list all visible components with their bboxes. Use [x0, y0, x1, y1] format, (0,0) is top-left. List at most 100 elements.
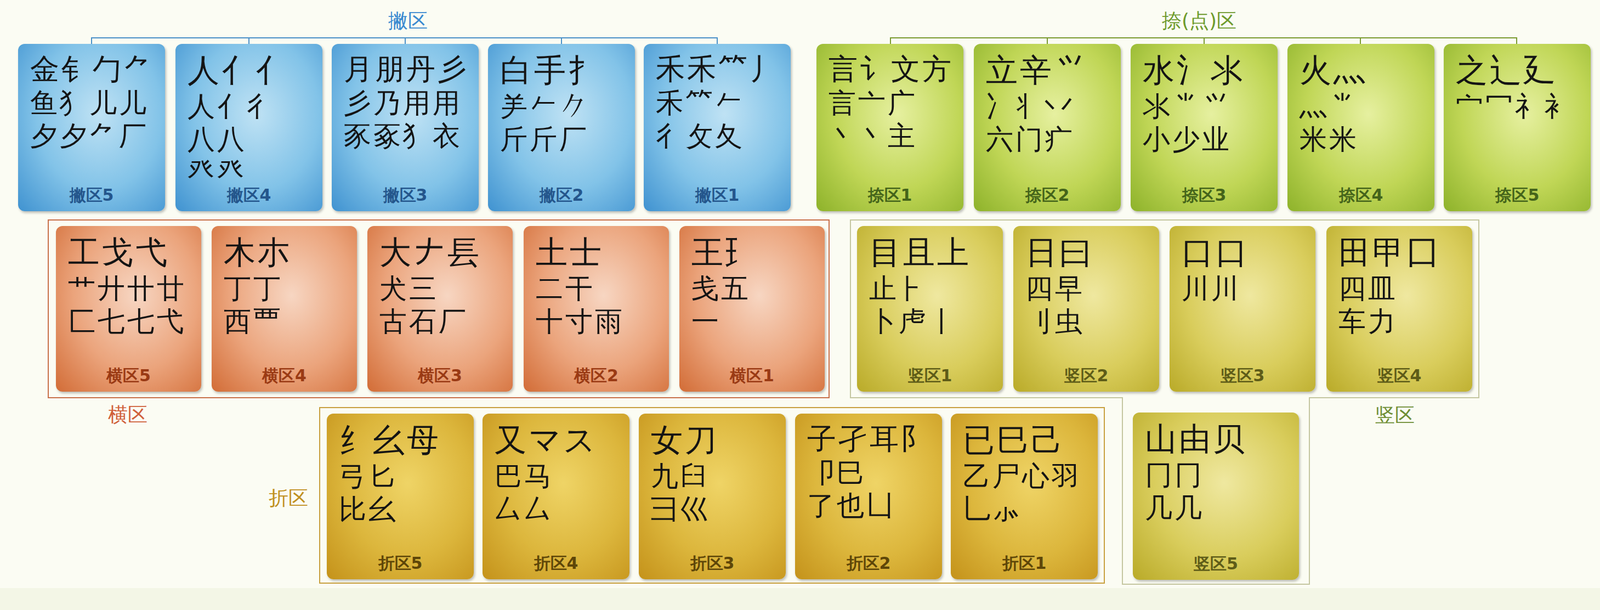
- stroke-zone-tile: 已巳己乙尸心羽乚⺗折区1: [950, 413, 1098, 580]
- radical-row: 比幺: [338, 492, 464, 526]
- radical-row: 山由贝: [1144, 420, 1290, 459]
- zone-outline: 折区纟幺母弓匕比幺折区5又マス巴马厶厶折区4女刀九臼彐巛折区3子孑耳阝卩巳了也凵…: [319, 406, 1105, 584]
- tile-label: 横区3: [367, 364, 513, 388]
- radical-row: 言亠广: [828, 86, 954, 120]
- radical-row: 月朋丹彡: [343, 51, 469, 87]
- radical-row: 大𠂇镸: [379, 233, 503, 272]
- radical-row: 禾禾⺮丿: [655, 51, 781, 87]
- radical-row: 戋五: [691, 271, 815, 305]
- stroke-zone-tile: 目且上止⺊卜虍丨竖区1: [857, 225, 1003, 392]
- stroke-zone-tile: 土士二干十寸雨横区2: [523, 225, 669, 392]
- radical-row: 口口: [1181, 233, 1306, 272]
- radical-row: 已巳己: [962, 421, 1088, 460]
- tile-label: 竖区1: [857, 364, 1003, 388]
- tile-label: 横区5: [55, 364, 202, 388]
- tile-label: 撇区5: [18, 184, 166, 207]
- stroke-zone-tile: 王⺩戋五一横区1: [679, 225, 825, 392]
- radical-row: 女刀: [650, 421, 776, 460]
- radical-row: 小少业: [1142, 122, 1268, 156]
- radical-row: 乙尸心羽: [962, 459, 1088, 493]
- radical-row: 刂虫: [1025, 304, 1150, 338]
- tile-label: 捺区1: [816, 184, 964, 207]
- radical-row: 厶厶: [494, 492, 620, 526]
- radical-row: 彡乃用用: [343, 86, 469, 120]
- stroke-zone-tile: 人亻亻人亻彳八八癶癶撇区4: [175, 43, 323, 212]
- tile-label: 撇区3: [331, 184, 479, 207]
- radical-row: 二干: [535, 271, 660, 305]
- radical-row: 禾⺮𠂉: [655, 86, 781, 120]
- tile-label: 撇区2: [488, 184, 635, 207]
- stroke-zone-tile: 之辶廴宀冖礻衤捺区5: [1443, 43, 1591, 212]
- group-heading: 捺(点)区: [1161, 7, 1237, 35]
- radical-row: 冫丬丷: [985, 89, 1111, 123]
- tile-label: 捺区2: [973, 184, 1121, 207]
- radical-row: 豕豖犭衣: [343, 119, 469, 153]
- radical-row: 彐巛: [650, 492, 776, 526]
- radical-row: 灬⺌: [1299, 89, 1425, 123]
- radical-row: 卜虍丨: [869, 304, 994, 338]
- radical-row: 木朩: [223, 233, 348, 272]
- stroke-zone-tile: 月朋丹彡彡乃用用豕豖犭衣撇区3: [331, 43, 479, 212]
- stroke-zone-tile: 子孑耳阝卩巳了也凵折区2: [795, 413, 943, 580]
- stroke-zone-tile: 白手扌⺶𠂉𠂊斤斤厂撇区2: [488, 43, 635, 212]
- radical-row: 水氵氺: [1142, 51, 1268, 90]
- stroke-zone-tile: 立辛⺍冫丬丷六门疒捺区2: [973, 43, 1121, 212]
- radical-row: 火灬: [1299, 51, 1425, 90]
- stroke-zone-tile: 口口川川竖区3: [1169, 225, 1316, 392]
- radical-row: 匚七七弋: [67, 304, 192, 338]
- radical-row: 艹廾卄廿: [67, 271, 192, 305]
- radical-row: 古石厂: [379, 304, 503, 338]
- stroke-zone-tile: 大𠂇镸犬三古石厂横区3: [367, 225, 513, 392]
- tile-label: 捺区5: [1443, 184, 1591, 207]
- radical-row: 六门疒: [985, 122, 1111, 156]
- zone-border-path: [850, 219, 1479, 584]
- radical-row: 巴马: [494, 459, 620, 493]
- radical-row: 又マス: [494, 421, 620, 460]
- zone-label: 竖区: [1375, 401, 1415, 429]
- radical-row: 丶丶主: [828, 119, 954, 153]
- radical-row: 四皿: [1338, 271, 1463, 305]
- radical-row: 彳攵夂: [655, 119, 781, 153]
- radical-row: 立辛⺍: [985, 51, 1111, 90]
- tile-label: 捺区3: [1130, 184, 1278, 207]
- tile-label: 折区3: [638, 552, 786, 575]
- stroke-zone-tile: 水氵氺氺⺌⺍小少业捺区3: [1130, 43, 1278, 212]
- radical-row: 土士: [535, 233, 660, 272]
- radical-row: 乚⺗: [962, 492, 1088, 526]
- radical-row: 子孑耳阝: [807, 421, 933, 457]
- tile-label: 折区4: [482, 552, 630, 575]
- tile-label: 横区4: [211, 364, 357, 388]
- tile-label: 竖区4: [1326, 364, 1473, 388]
- radical-row: 纟幺母: [338, 421, 464, 460]
- stroke-zone-tile: 金钅勹⺈鱼犭儿儿夕夕⺈厂撇区5: [18, 43, 166, 212]
- zone-border-path: [48, 219, 830, 398]
- group-heading: 撇区: [388, 7, 428, 35]
- radical-row: 车力: [1338, 304, 1463, 338]
- stroke-zone-tile: 田甲囗四皿车力竖区4: [1326, 225, 1473, 392]
- radical-row: 川川: [1181, 271, 1306, 305]
- radical-row: 宀冖礻衤: [1455, 89, 1581, 123]
- radical-row: 氺⺌⺍: [1142, 89, 1268, 123]
- stroke-zone-tile: 工戈弋艹廾卄廿匚七七弋横区5: [55, 225, 202, 392]
- stroke-zone-tile: 又マス巴马厶厶折区4: [482, 413, 630, 580]
- stroke-zone-tile: 山由贝冂冂几几竖区5: [1132, 412, 1299, 580]
- tile-label: 竖区2: [1013, 364, 1160, 388]
- radical-row: 金钅勹⺈: [30, 51, 156, 87]
- radical-row: 十寸雨: [535, 304, 660, 338]
- stroke-zone-tile: 女刀九臼彐巛折区3: [638, 413, 786, 580]
- radical-row: 斤斤厂: [500, 122, 626, 156]
- na-bracket: [890, 37, 1517, 44]
- radical-row: 冂冂: [1144, 458, 1290, 492]
- radical-row: 人亻彳: [187, 89, 313, 123]
- radical-row: 了也凵: [807, 489, 933, 523]
- radical-row: 犬三: [379, 271, 503, 305]
- radical-row: 工戈弋: [67, 233, 192, 272]
- radical-row: 之辶廴: [1455, 51, 1581, 90]
- radical-row: 人亻亻: [187, 51, 313, 90]
- radical-row: 言讠文方: [828, 51, 954, 87]
- tile-label: 折区5: [326, 552, 474, 575]
- radical-row: 目且上: [869, 233, 994, 272]
- radical-row: ⺶𠂉𠂊: [500, 89, 626, 123]
- radical-row: 癶癶: [187, 155, 313, 189]
